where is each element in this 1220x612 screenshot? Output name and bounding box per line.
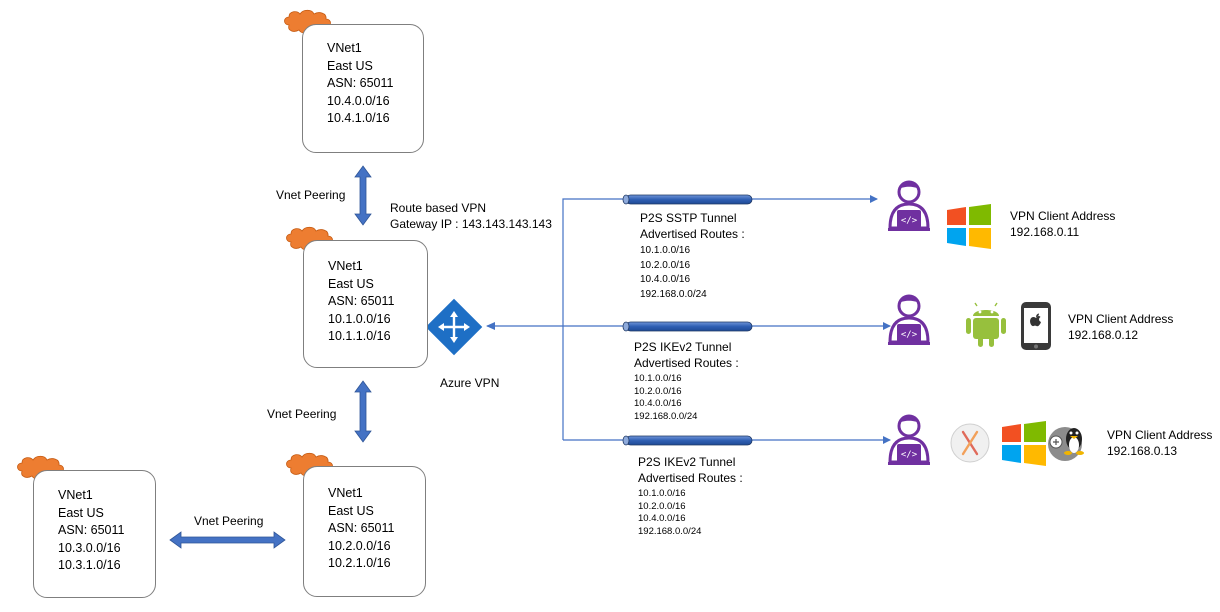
peering-arrow-top [354,165,372,226]
vnet-region: East US [328,276,374,291]
tunnel-info-ikev2-2: P2S IKEv2 Tunnel Advertised Routes : 10.… [638,454,743,538]
android-icon [966,302,1006,347]
tunnel-pipe-ikev2-2 [622,435,753,446]
tunnel-pipe-ikev2-1 [622,321,753,332]
peering-label-middle: Vnet Peering [267,407,337,421]
tunnel-route: 10.4.0.0/16 [634,398,682,409]
vnet-subnet: 10.1.1.0/16 [328,329,391,343]
client-address-value: 192.168.0.12 [1068,328,1139,342]
client-address-label: VPN Client Address [1068,312,1174,326]
tunnel-route: 10.1.0.0/16 [640,245,691,256]
tunnel-connectors [487,195,891,444]
tunnel-route: 10.2.0.0/16 [640,259,691,271]
windows-icon [1002,421,1046,466]
client-address-label: VPN Client Address [1107,428,1213,442]
vnet-subnet: 10.3.1.0/16 [58,558,121,572]
client-address-1: VPN Client Address 192.168.0.11 [1010,208,1115,240]
vnet-asn: ASN: 65011 [58,523,125,537]
windows-icon [947,204,991,249]
tunnel-title: P2S IKEv2 Tunnel [638,455,736,469]
gateway-name-label: Azure VPN [440,376,500,390]
tunnel-route: 10.1.0.0/16 [634,373,682,384]
macos-icon [950,423,990,463]
tunnel-route: 10.2.0.0/16 [638,500,686,512]
tunnel-route: 192.168.0.0/24 [634,410,698,422]
tunnel-title: P2S IKEv2 Tunnel [634,340,732,354]
vnet-region: East US [58,505,104,520]
vnet-asn: ASN: 65011 [327,76,394,90]
peering-arrow-horizontal [169,531,286,549]
user-developer-icon [886,180,932,233]
gateway-arrowhead [486,322,495,330]
tunnel-route: 10.1.0.0/16 [638,488,686,499]
gateway-route-label: Route based VPN [390,201,487,215]
gateway-ip-label: Gateway IP : 143.143.143.143 [390,217,552,231]
vnet-region: East US [328,503,374,518]
tunnel-pipe-sstp [622,194,753,205]
tunnel-info-ikev2-1: P2S IKEv2 Tunnel Advertised Routes : 10.… [634,339,739,423]
linux-icon [1048,427,1084,461]
client-address-label: VPN Client Address [1010,209,1116,223]
client-address-value: 192.168.0.11 [1010,225,1080,239]
vnet-asn: ASN: 65011 [328,294,395,308]
vnet-name: VNet1 [327,41,362,55]
tunnel-routes-title: Advertised Routes : [640,227,745,241]
user-developer-icon [886,414,932,467]
vnet-box-hub: VNet1 East US ASN: 65011 10.1.0.0/16 10.… [303,240,428,368]
user-developer-icon [886,294,932,347]
azure-vpn-gateway-icon [425,298,483,356]
vnet-subnet: 10.2.1.0/16 [328,556,391,570]
tunnel-routes-title: Advertised Routes : [638,471,743,485]
ios-phone-icon [1021,302,1051,350]
vnet-address-space: 10.4.0.0/16 [327,93,390,108]
vnet-asn: ASN: 65011 [328,521,395,535]
peering-label-top: Vnet Peering [276,188,346,202]
vnet-box-bottom: VNet1 East US ASN: 65011 10.2.0.0/16 10.… [303,466,426,597]
client-address-value: 192.168.0.13 [1107,444,1178,458]
peering-label-horizontal: Vnet Peering [194,514,264,528]
vnet-address-space: 10.1.0.0/16 [328,311,391,326]
vnet-name: VNet1 [328,486,363,500]
vnet-name: VNet1 [58,488,93,502]
vnet-address-space: 10.3.0.0/16 [58,540,121,555]
vnet-subnet: 10.4.1.0/16 [327,111,390,125]
client-address-3: VPN Client Address 192.168.0.13 [1107,427,1212,459]
tunnel-route: 10.4.0.0/16 [640,274,691,285]
vnet-box-bottom-left: VNet1 East US ASN: 65011 10.3.0.0/16 10.… [33,470,156,598]
vnet-address-space: 10.2.0.0/16 [328,538,391,553]
tunnel-route: 192.168.0.0/24 [640,288,707,300]
vnet-region: East US [327,58,373,73]
tunnel-routes-title: Advertised Routes : [634,356,739,370]
tunnel-route: 192.168.0.0/24 [638,525,702,537]
client-address-2: VPN Client Address 192.168.0.12 [1068,311,1173,343]
tunnel-route: 10.4.0.0/16 [638,513,686,524]
tunnel-title: P2S SSTP Tunnel [640,211,737,225]
tunnel-info-sstp: P2S SSTP Tunnel Advertised Routes : 10.1… [640,210,745,302]
peering-arrow-middle [354,380,372,443]
vnet-name: VNet1 [328,259,363,273]
vnet-box-top: VNet1 East US ASN: 65011 10.4.0.0/16 10.… [302,24,424,153]
tunnel-route: 10.2.0.0/16 [634,385,682,397]
